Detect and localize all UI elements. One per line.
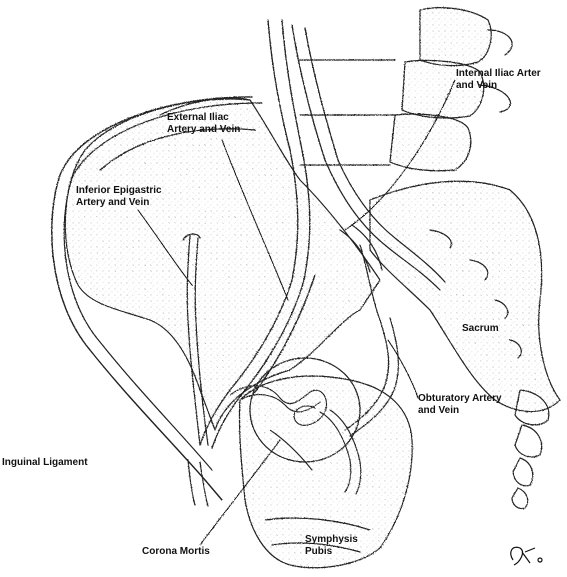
inferior-epigastric-vessels xyxy=(182,233,209,446)
sacrum-bone xyxy=(369,180,561,413)
label-obturatory: Obturatory Artery and Vein xyxy=(418,393,502,416)
label-internal-iliac: Internal Iliac Arter and Vein xyxy=(456,68,541,91)
coccyx xyxy=(511,389,550,510)
label-external-iliac: External Iliac Artery and Vein xyxy=(167,112,241,135)
lumbar-spine xyxy=(299,7,513,172)
leader-lines xyxy=(137,79,456,546)
label-corona-mortis: Corona Mortis xyxy=(142,546,210,557)
leader-inferior-epigastric xyxy=(137,209,193,286)
leader-corona-mortis xyxy=(199,439,281,546)
label-sacrum: Sacrum xyxy=(462,323,499,334)
corona-mortis-vessels xyxy=(229,385,362,495)
ilium-wing xyxy=(64,98,381,431)
label-inferior-epigastric: Inferior Epigastric Artery and Vein xyxy=(76,185,162,208)
leader-external-iliac xyxy=(221,139,289,301)
internal-iliac-vessels xyxy=(324,159,446,321)
artist-signature xyxy=(510,546,543,566)
leader-internal-iliac xyxy=(344,79,456,231)
inguinal-ligament xyxy=(51,96,253,501)
common-iliac-vessels xyxy=(267,19,339,281)
label-inguinal-ligament: Inguinal Ligament xyxy=(2,457,88,468)
leader-obturatory xyxy=(387,339,419,399)
label-symphysis-pubis: Symphysis Pubis xyxy=(305,534,358,557)
obturator-vessels xyxy=(344,317,399,437)
